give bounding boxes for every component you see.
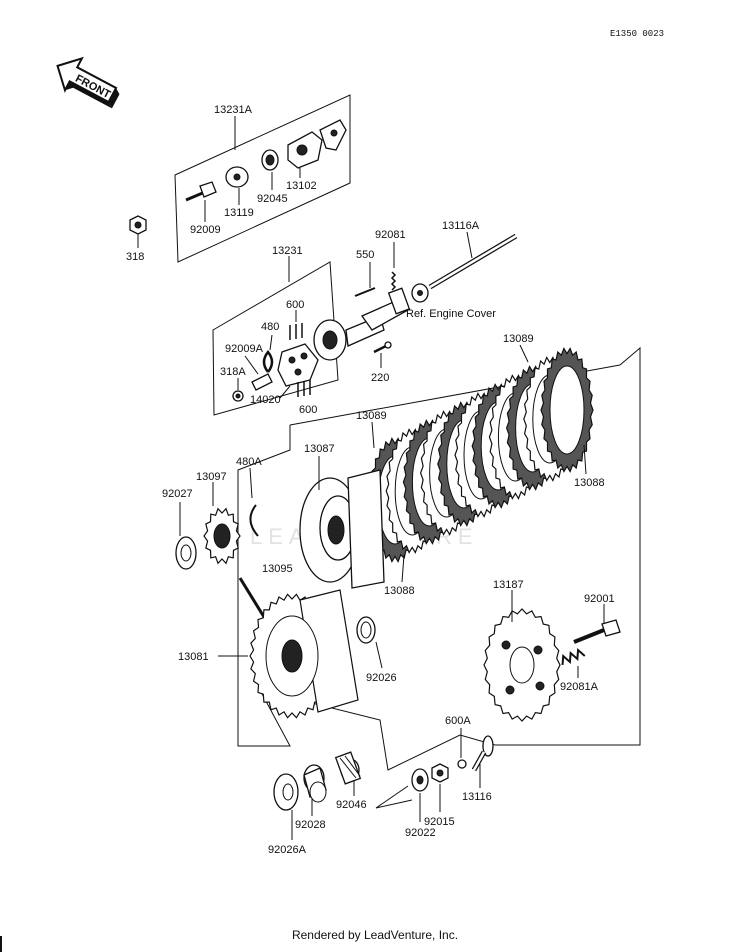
front-arrow-icon: FRONT [56,56,120,109]
bearing-92046-icon [334,751,362,785]
ball-600A-icon [457,759,467,769]
label-13088-bottom: 13088 [384,585,415,597]
bolt-92001-icon [573,619,621,644]
label-13088-right: 13088 [574,477,605,489]
circlip-480A-icon [249,504,259,537]
label-13116A: 13116A [442,220,480,232]
ring-92026-icon [356,616,376,644]
bolt-220-icon [373,341,392,354]
footer-credit: Rendered by LeadVenture, Inc. [291,928,459,942]
bolt-92009-icon [185,181,217,202]
clutch-plates-icon [368,347,594,563]
label-92081: 92081 [375,229,406,241]
label-92026: 92026 [366,672,397,684]
nut-92015-icon [431,763,449,783]
label-600A: 600A [445,715,471,727]
label-92027: 92027 [162,488,193,500]
label-13119: 13119 [224,207,254,219]
push-rod-13116-icon [471,735,494,772]
label-13089-mid: 13089 [356,410,387,422]
lever-13102-icon [287,119,347,169]
label-13231A: 13231A [214,104,253,116]
label-14020: 14020 [250,394,281,406]
pins-600-bottom-icon [297,380,311,397]
pins-600-top-icon [289,323,303,340]
pin-92009A-icon [251,373,273,391]
pressure-plate-13187-icon [483,608,561,722]
label-480A: 480A [236,456,262,468]
label-92028: 92028 [295,819,326,831]
clutch-hub-13087-icon [299,469,385,589]
clutch-pack-outline [237,346,641,771]
label-92081A: 92081A [560,681,599,693]
label-220: 220 [371,372,389,384]
spring-92081A-icon [561,647,586,666]
label-92026A: 92026A [268,844,307,856]
gear-13097-icon [203,507,241,565]
label-13116: 13116 [462,791,492,803]
washer-rod-icon [411,283,429,303]
clutch-housing-13081-icon [249,589,359,719]
label-13097: 13097 [196,471,227,483]
label-92046: 92046 [336,799,367,811]
cover-14020-icon [277,343,319,387]
label-92015: 92015 [424,816,455,828]
label-550: 550 [356,249,374,261]
release-lever-icon [361,287,411,331]
label-13231: 13231 [272,245,303,257]
label-92022: 92022 [405,827,436,839]
label-318: 318 [126,251,144,263]
clip-480-icon [262,349,274,373]
label-92045: 92045 [257,193,288,205]
group-13231-outline [212,261,339,416]
label-92009: 92009 [190,224,221,236]
label-13187: 13187 [493,579,524,591]
washer-92022-icon [411,768,429,792]
label-318A: 318A [220,366,246,378]
label-92001: 92001 [584,593,615,605]
label-13089-top: 13089 [503,333,534,345]
label-600-top: 600 [286,299,304,311]
label-92009A: 92009A [225,343,264,355]
edge-mark [0,936,2,952]
nut-318A-icon [232,390,244,402]
cam-13119-icon [225,166,249,188]
label-13081: 13081 [178,651,209,663]
label-13087: 13087 [304,443,335,455]
ring-92045-icon [261,149,279,171]
label-13095: 13095 [262,563,293,575]
group-13231A-outline [174,94,351,263]
washer-92027-icon [175,536,197,570]
spring-92081-icon [390,271,397,291]
label-480: 480 [261,321,279,333]
sleeve-92028-icon [303,764,327,803]
push-rod-13116A-icon [428,233,518,290]
document-code: E1350 0023 [610,29,664,39]
ref-engine-cover: Ref. Engine Cover [406,308,496,320]
label-600-bottom: 600 [299,404,317,416]
nut-318-icon [129,215,147,235]
washer-92026A-icon [273,773,299,811]
label-13102: 13102 [286,180,317,192]
